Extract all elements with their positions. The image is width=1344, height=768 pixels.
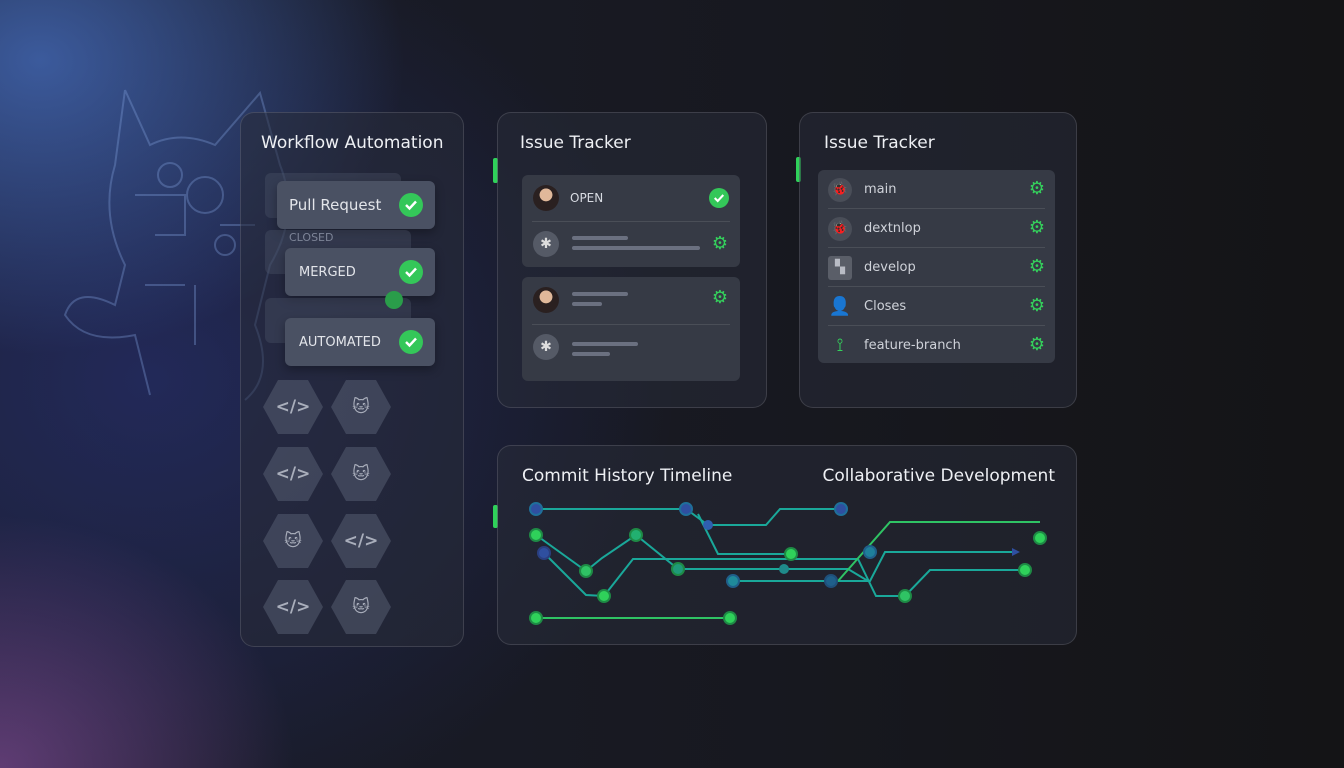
gear-icon[interactable]: ⚙: [1028, 295, 1045, 316]
branch-item-closes[interactable]: 👤 Closes ⚙: [818, 287, 1055, 326]
commit-node: [726, 574, 740, 588]
bug-icon: 🐞: [828, 177, 852, 202]
cat-icon[interactable]: 🐱: [331, 447, 391, 501]
accent-bar: [493, 505, 498, 528]
branch-label: main: [864, 182, 897, 197]
commit-node: [824, 574, 838, 588]
gear-avatar-icon: ✱: [533, 334, 559, 360]
placeholder-line: [572, 342, 638, 346]
check-circle-icon: [399, 330, 423, 354]
item-label: CLOSED: [289, 231, 334, 244]
code-icon[interactable]: </>: [331, 514, 391, 568]
commit-node: [529, 502, 543, 516]
issue-tracker-branches-panel: Issue Tracker 🐞 main ⚙ 🐞 dextnlop ⚙ ▚ develop…: [799, 112, 1077, 408]
bug-icon: 🐞: [828, 216, 852, 241]
commit-node: [863, 545, 877, 559]
branch-item-feature-branch[interactable]: ⟟ feature-branch ⚙: [818, 326, 1055, 365]
item-label: MERGED: [299, 264, 356, 280]
placeholder-line: [572, 302, 602, 306]
commit-node: [629, 528, 643, 542]
commit-node: [898, 589, 912, 603]
branch-label: Closes: [864, 299, 907, 314]
workflow-item-merged[interactable]: MERGED: [285, 248, 435, 296]
branch-label: feature-branch: [864, 338, 961, 353]
issue-card[interactable]: ⚙ ✱: [522, 277, 740, 381]
commit-history-panel: Commit History Timeline Collaborative De…: [497, 445, 1077, 645]
cat-icon[interactable]: 🐱: [331, 580, 391, 634]
panel-subtitle: Collaborative Development: [822, 466, 1056, 486]
accent-bar: [796, 157, 801, 182]
accent-bar: [493, 158, 498, 183]
branch-item-main[interactable]: 🐞 main ⚙: [818, 170, 1055, 209]
commit-node: [1033, 531, 1047, 545]
code-icon[interactable]: </>: [263, 447, 323, 501]
check-circle-icon: [399, 260, 423, 284]
avatar: [533, 287, 559, 313]
branch-item-develop[interactable]: ▚ develop ⚙: [818, 248, 1055, 287]
arrow-head: [1012, 548, 1020, 556]
branch-list: 🐞 main ⚙ 🐞 dextnlop ⚙ ▚ develop ⚙ 👤 Closes ⚙ ⟟ fe…: [818, 170, 1055, 363]
gear-icon[interactable]: ⚙: [1028, 178, 1045, 199]
commit-node: [529, 528, 543, 542]
status-label: OPEN: [570, 191, 604, 205]
placeholder-line: [572, 236, 628, 240]
user-icon: 👤: [828, 296, 852, 317]
commit-node: [537, 546, 551, 560]
workflow-item-pull-request[interactable]: Pull Request: [277, 181, 435, 229]
check-circle-icon: [399, 193, 423, 217]
commit-graph: [529, 502, 1047, 625]
commit-node: [679, 502, 693, 516]
divider: [532, 324, 730, 325]
cat-icon[interactable]: 🐱: [331, 380, 391, 434]
robot-arm-icon: ⟟: [836, 335, 844, 356]
gear-icon[interactable]: ⚙: [1028, 334, 1045, 355]
panel-title: Issue Tracker: [520, 133, 631, 153]
panel-title: Issue Tracker: [824, 133, 935, 153]
placeholder-line: [572, 292, 628, 296]
commit-node: [834, 502, 848, 516]
divider: [532, 221, 730, 222]
branch-item-dextnlop[interactable]: 🐞 dextnlop ⚙: [818, 209, 1055, 248]
commit-node: [723, 611, 737, 625]
placeholder-line: [572, 246, 700, 250]
check-circle-icon: [385, 291, 403, 309]
gear-icon[interactable]: ⚙: [1028, 217, 1045, 238]
panel-title: Workflow Automation: [261, 133, 444, 153]
commit-node: [597, 589, 611, 603]
item-label: AUTOMATED: [299, 334, 381, 350]
gear-avatar-icon: ✱: [533, 231, 559, 257]
panel-title: Commit History Timeline: [522, 466, 733, 486]
cat-icon[interactable]: 🐱: [263, 514, 323, 568]
gear-icon[interactable]: ⚙: [711, 233, 728, 254]
branch-label: develop: [864, 260, 916, 275]
commit-node: [1018, 563, 1032, 577]
item-label: Pull Request: [289, 196, 382, 214]
commit-node: [671, 562, 685, 576]
commit-node: [529, 611, 543, 625]
commit-node: [779, 564, 789, 574]
commit-node: [579, 564, 593, 578]
repo-icon: ▚: [828, 255, 852, 280]
issue-tracker-panel: Issue Tracker OPEN ✱ ⚙ ⚙ ✱: [497, 112, 767, 408]
workflow-item-automated[interactable]: AUTOMATED: [285, 318, 435, 366]
avatar: [533, 185, 559, 211]
code-icon[interactable]: </>: [263, 380, 323, 434]
commit-node: [784, 547, 798, 561]
gear-icon[interactable]: ⚙: [1028, 256, 1045, 277]
placeholder-line: [572, 352, 610, 356]
issue-card[interactable]: OPEN ✱ ⚙: [522, 175, 740, 267]
code-icon[interactable]: </>: [263, 580, 323, 634]
branch-label: dextnlop: [864, 221, 921, 236]
commit-node: [703, 520, 713, 530]
workflow-automation-panel: Workflow Automation Pull Request CLOSED …: [240, 112, 464, 647]
commit-nodes: [529, 502, 1047, 625]
gear-icon[interactable]: ⚙: [711, 287, 728, 308]
check-circle-icon: [709, 188, 729, 208]
